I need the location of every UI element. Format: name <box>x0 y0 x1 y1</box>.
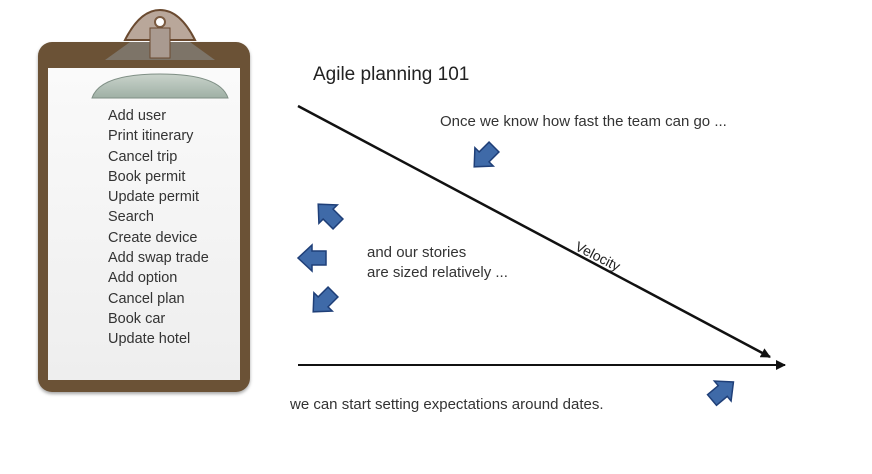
story-item: Add swap trade <box>108 250 209 267</box>
story-item: Search <box>108 209 154 226</box>
story-item: Book permit <box>108 168 186 185</box>
story-list: Add user Print itinerary Cancel trip Boo… <box>108 106 209 350</box>
story-item: Create device <box>108 229 198 246</box>
clipboard-paper <box>48 68 240 380</box>
dates-note: we can start setting expectations around… <box>290 396 604 413</box>
blue-arrow-icon <box>308 194 348 234</box>
sizing-note-line: are sized relatively ... <box>367 264 508 281</box>
sizing-note-line: and our stories <box>367 244 467 261</box>
diagram-title: Agile planning 101 <box>313 64 470 85</box>
story-item: Cancel plan <box>108 290 185 307</box>
velocity-line <box>297 104 771 359</box>
blue-arrow-icon <box>297 244 327 272</box>
blue-arrow-icon <box>464 137 504 177</box>
story-item: Cancel trip <box>108 148 178 165</box>
story-item: Book car <box>108 310 166 327</box>
blue-arrow-icon <box>303 282 343 322</box>
story-item: Add option <box>108 270 178 287</box>
story-item: Update hotel <box>108 331 191 348</box>
velocity-note: Once we know how fast the team can go ..… <box>440 113 727 130</box>
sizing-note: and our stories are sized relatively ... <box>367 243 508 283</box>
story-item: Update permit <box>108 189 200 206</box>
story-item: Add user <box>108 108 167 124</box>
story-item: Print itinerary <box>108 128 194 145</box>
blue-arrow-icon <box>702 371 743 411</box>
